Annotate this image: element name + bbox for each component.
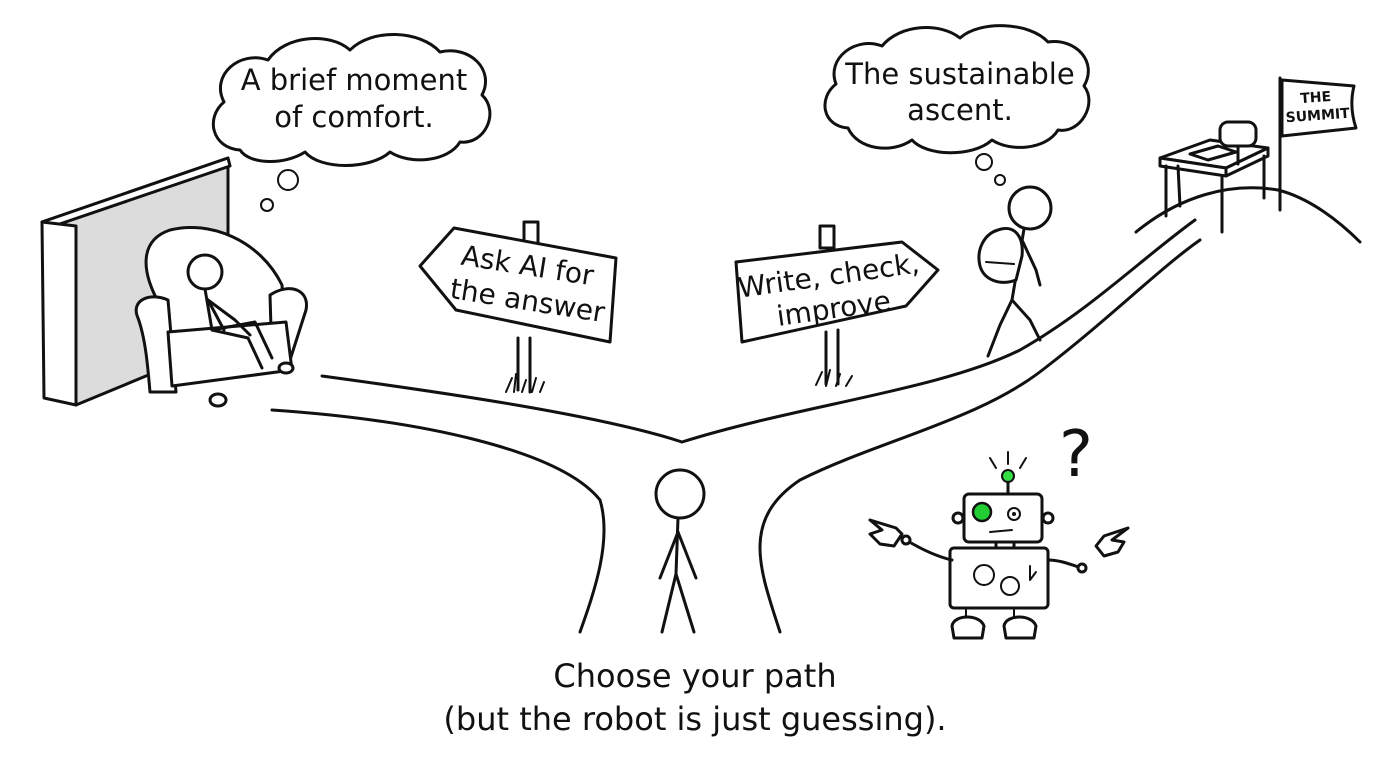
thought-bubble-comfort: A brief moment of comfort. (211, 33, 492, 167)
armchair (134, 225, 308, 408)
signpost-right: Write, check, improve (734, 224, 940, 387)
school-desk (1158, 120, 1270, 234)
thought-dots-left (260, 169, 299, 212)
confused-robot: ? (868, 418, 1130, 640)
caption-line-1: Choose your path (553, 657, 836, 695)
thought-bubble-ascent: The sustainable ascent. (823, 24, 1091, 155)
fork-in-road (270, 218, 1202, 634)
comfort-bubble-line-2: of comfort. (274, 100, 434, 134)
flag-line-2: SUMMIT (1285, 106, 1350, 126)
signpost-left: Ask AI for the answer (418, 220, 618, 394)
center-stick-figure (654, 468, 706, 634)
ascent-bubble-line-2: ascent. (907, 93, 1013, 127)
caption-line-2: (but the robot is just guessing). (443, 700, 946, 738)
hiker-with-backpack (977, 185, 1053, 358)
ascent-bubble-line-1: The sustainable (844, 57, 1074, 91)
summit-flag: THE SUMMIT (1278, 76, 1358, 212)
question-mark: ? (1059, 418, 1093, 492)
caption: Choose your path (but the robot is just … (443, 657, 946, 738)
antenna-light (1001, 469, 1015, 483)
thought-dots-right (975, 153, 1006, 186)
summit-hill (1134, 186, 1362, 244)
sitting-stick-figure (186, 253, 274, 370)
comfort-bubble-line-1: A brief moment (241, 63, 468, 97)
robot-green-eye (971, 501, 993, 523)
flag-line-1: THE (1300, 89, 1332, 107)
